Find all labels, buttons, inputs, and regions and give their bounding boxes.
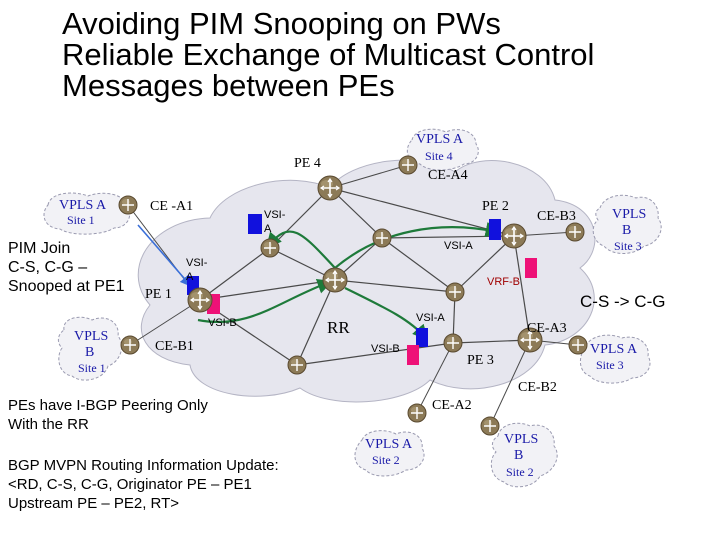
site-vpls-b-site3-line1: VPLS: [612, 207, 646, 222]
label-pe4: PE 4: [294, 156, 321, 171]
site-cloud-vpls-a-site3: [580, 334, 651, 384]
site-cloud-vpls-a-site4: [406, 128, 479, 171]
site-vpls-a-site2-line2: Site 2: [372, 453, 400, 467]
vrf-b-block-pe2: [525, 258, 537, 278]
title-line-2: Reliable Exchange of Multicast Control: [62, 37, 595, 72]
vsi-a-block-pe2: [489, 219, 501, 240]
label-vsi-a-pe4-line1: VSI-: [264, 209, 286, 221]
site-vpls-b-site1-line1: VPLS: [74, 329, 108, 344]
bgp-update-note-line-1: BGP MVPN Routing Information Update:: [8, 457, 279, 474]
label-vsi-a-pe1-line1: VSI-: [186, 257, 208, 269]
label-vrf-b: VRF-B: [487, 276, 520, 288]
pim-join-note: PIM Join C-S, C-G – Snooped at PE1: [8, 239, 125, 296]
site-cloud-vpls-b-site2: [490, 422, 558, 488]
cs-cg-note: C-S -> C-G: [580, 292, 666, 311]
site-vpls-a-site1-line2: Site 1: [67, 213, 95, 227]
router-ce-b3-icon[interactable]: [565, 222, 585, 242]
router-p-icon[interactable]: [372, 228, 392, 248]
router-ce-a2-icon[interactable]: [407, 403, 427, 423]
router-ce-b2-icon[interactable]: [480, 416, 500, 436]
site-vpls-b-site2-line2: B: [514, 448, 523, 463]
site-vpls-b-site2-line1: VPLS: [504, 432, 538, 447]
label-vsi-a-pe2: VSI-A: [444, 240, 473, 252]
router-p-icon[interactable]: [443, 333, 463, 353]
vsi-a-block-pe4: [248, 214, 262, 234]
label-pe3: PE 3: [467, 353, 494, 368]
site-cloud-vpls-a-site2: [354, 430, 425, 477]
site-vpls-b-site3-line3: Site 3: [614, 239, 642, 253]
bgp-update-note-line-2: <RD, C-S, C-G, Originator PE – PE1: [8, 476, 252, 493]
label-ce-b2: CE-B2: [518, 380, 557, 395]
site-cloud-vpls-b-site3: [592, 194, 662, 254]
pim-join-note-line-1: PIM Join: [8, 240, 71, 257]
label-ce-b1: CE-B1: [155, 339, 194, 354]
router-pe4-icon[interactable]: [317, 175, 343, 201]
site-vpls-a-site3-line2: Site 3: [596, 358, 624, 372]
router-p-icon[interactable]: [260, 238, 280, 258]
label-pe1: PE 1: [145, 287, 172, 302]
label-vsi-b-pe1: VSI-B: [208, 317, 237, 329]
vsi-b-block-pe3: [407, 345, 419, 365]
ibgp-note-line-2: With the RR: [8, 416, 89, 433]
ibgp-note: PEs have I-BGP Peering Only With the RR: [8, 396, 208, 434]
label-rr: RR: [327, 318, 350, 337]
vsi-a-block-pe3: [416, 328, 428, 347]
label-ce-a2: CE-A2: [432, 398, 472, 413]
router-ce-b1-icon[interactable]: [120, 335, 140, 355]
provider-cloud: [137, 159, 596, 403]
label-ce-a4: CE-A4: [428, 168, 468, 183]
site-vpls-b-site1-line3: Site 1: [78, 361, 106, 375]
bgp-update-note-line-3: Upstream PE – PE2, RT>: [8, 495, 180, 512]
router-p-icon[interactable]: [287, 355, 307, 375]
pim-join-note-line-2: C-S, C-G –: [8, 259, 88, 276]
title-line-1: Avoiding PIM Snooping on PWs: [62, 6, 501, 41]
label-vsi-a-pe4-line2: A: [264, 223, 272, 235]
site-vpls-a-site4-line2: Site 4: [425, 149, 453, 163]
site-vpls-a-site3-line1: VPLS A: [590, 342, 638, 357]
slide-title: Avoiding PIM Snooping on PWs Reliable Ex…: [62, 8, 594, 101]
ibgp-note-line-1: PEs have I-BGP Peering Only: [8, 397, 208, 414]
label-ce-b3: CE-B3: [537, 209, 576, 224]
label-pe2: PE 2: [482, 199, 509, 214]
router-pe2-icon[interactable]: [501, 223, 527, 249]
label-vsi-a-pe1-line2: A: [186, 271, 194, 283]
site-vpls-b-site2-line3: Site 2: [506, 465, 534, 479]
pim-join-note-line-3: Snooped at PE1: [8, 278, 125, 295]
title-line-3: Messages between PEs: [62, 68, 395, 103]
label-vsi-a-pe3: VSI-A: [416, 312, 445, 324]
bgp-update-note: BGP MVPN Routing Information Update: <RD…: [8, 456, 279, 513]
site-cloud-vpls-b-site1: [57, 316, 123, 381]
pim-join-arrow: [137, 224, 192, 287]
site-vpls-b-site1-line2: B: [85, 345, 94, 360]
router-ce-a4-icon[interactable]: [398, 155, 418, 175]
router-rr-icon[interactable]: [322, 267, 348, 293]
router-ce-a1-icon[interactable]: [118, 195, 138, 215]
label-ce-a3: CE-A3: [527, 321, 567, 336]
label-ce-a1: CE -A1: [150, 199, 193, 214]
site-vpls-a-site2-line1: VPLS A: [365, 437, 413, 452]
router-ce-a3-icon[interactable]: [568, 335, 588, 355]
site-vpls-a-site4-line1: VPLS A: [416, 132, 464, 147]
site-vpls-b-site3-line2: B: [622, 223, 631, 238]
router-pe1-icon[interactable]: [187, 287, 213, 313]
site-cloud-vpls-a-site1: [43, 192, 130, 235]
router-p-icon[interactable]: [445, 282, 465, 302]
site-vpls-a-site1-line1: VPLS A: [59, 198, 107, 213]
label-vsi-b-pe3: VSI-B: [371, 343, 400, 355]
